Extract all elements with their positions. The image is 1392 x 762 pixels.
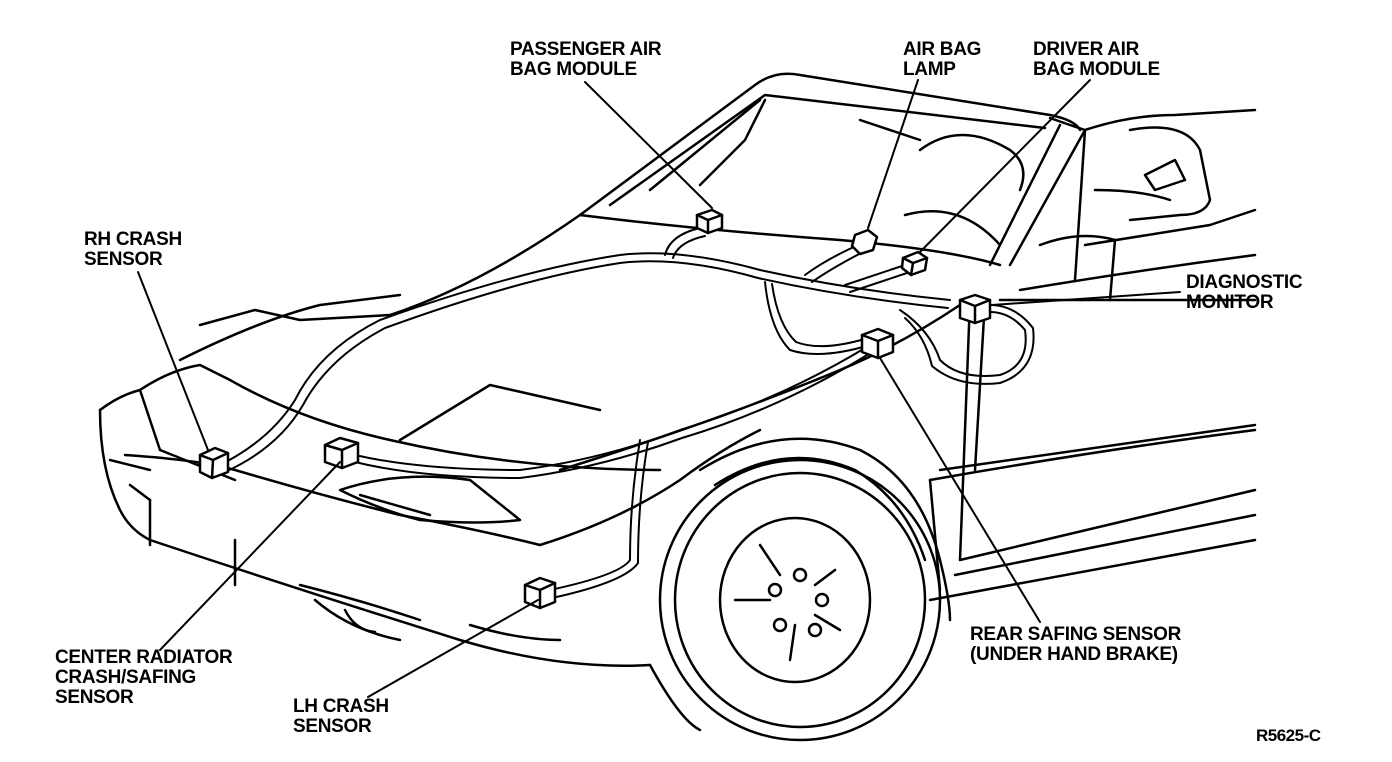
rear-safing-sensor-label-line1: REAR SAFING SENSOR bbox=[970, 624, 1182, 645]
diagnostic-monitor-label: DIAGNOSTIC MONITOR bbox=[1186, 272, 1303, 313]
leader-lines bbox=[137, 79, 1181, 698]
passenger-air-bag-module-label-line1: PASSENGER AIR bbox=[510, 39, 662, 60]
lh-crash-sensor-label-line2: SENSOR bbox=[293, 716, 372, 737]
rh-crash-sensor-label-line1: RH CRASH bbox=[84, 229, 182, 250]
rear-safing-sensor-box bbox=[860, 327, 895, 360]
rh-crash-sensor-label: RH CRASH SENSOR bbox=[84, 230, 182, 270]
figure-id: R5625-C bbox=[1256, 726, 1321, 745]
passenger-air-bag-module-label: PASSENGER AIR BAG MODULE bbox=[510, 39, 662, 80]
driver-airbag-module-connector bbox=[900, 250, 929, 277]
passenger-air-bag-module-label-line2: BAG MODULE bbox=[510, 59, 637, 80]
diagnostic-monitor-label-line1: DIAGNOSTIC bbox=[1186, 272, 1303, 293]
airbag-wiring-harness bbox=[219, 227, 1035, 599]
air-bag-lamp-connector bbox=[850, 228, 879, 256]
diagnostic-monitor-box bbox=[958, 293, 992, 325]
driver-air-bag-module-label-line2: BAG MODULE bbox=[1033, 59, 1160, 80]
air-bag-lamp-label-line2: LAMP bbox=[903, 59, 956, 80]
front-wheel bbox=[658, 458, 942, 742]
air-bag-lamp-label: AIR BAG LAMP bbox=[903, 40, 981, 80]
driver-air-bag-module-label-line1: DRIVER AIR bbox=[1033, 39, 1140, 60]
lh-crash-sensor-label: LH CRASH SENSOR bbox=[293, 697, 389, 737]
lh-crash-sensor-label-line1: LH CRASH bbox=[293, 696, 389, 717]
center-radiator-label-line1: CENTER RADIATOR bbox=[55, 647, 233, 668]
rear-safing-sensor-label-line2: (UNDER HAND BRAKE) bbox=[970, 644, 1178, 665]
rh-crash-sensor-box bbox=[198, 446, 230, 480]
air-bag-lamp-label-line1: AIR BAG bbox=[903, 39, 982, 60]
center-radiator-label-line3: SENSOR bbox=[55, 687, 134, 708]
center-radiator-crash-safing-sensor-label: CENTER RADIATOR CRASH/SAFING SENSOR bbox=[55, 647, 233, 708]
lh-crash-sensor-box bbox=[523, 576, 557, 610]
rh-crash-sensor-label-line2: SENSOR bbox=[84, 249, 163, 270]
driver-air-bag-module-label: DRIVER AIR BAG MODULE bbox=[1033, 40, 1160, 80]
diagnostic-monitor-label-line2: MONITOR bbox=[1186, 292, 1274, 313]
center-radiator-label-line2: CRASH/SAFING bbox=[55, 667, 197, 688]
passenger-airbag-module-connector bbox=[695, 208, 724, 235]
rear-safing-sensor-label: REAR SAFING SENSOR (UNDER HAND BRAKE) bbox=[970, 625, 1181, 665]
center-radiator-sensor-box bbox=[323, 436, 360, 470]
